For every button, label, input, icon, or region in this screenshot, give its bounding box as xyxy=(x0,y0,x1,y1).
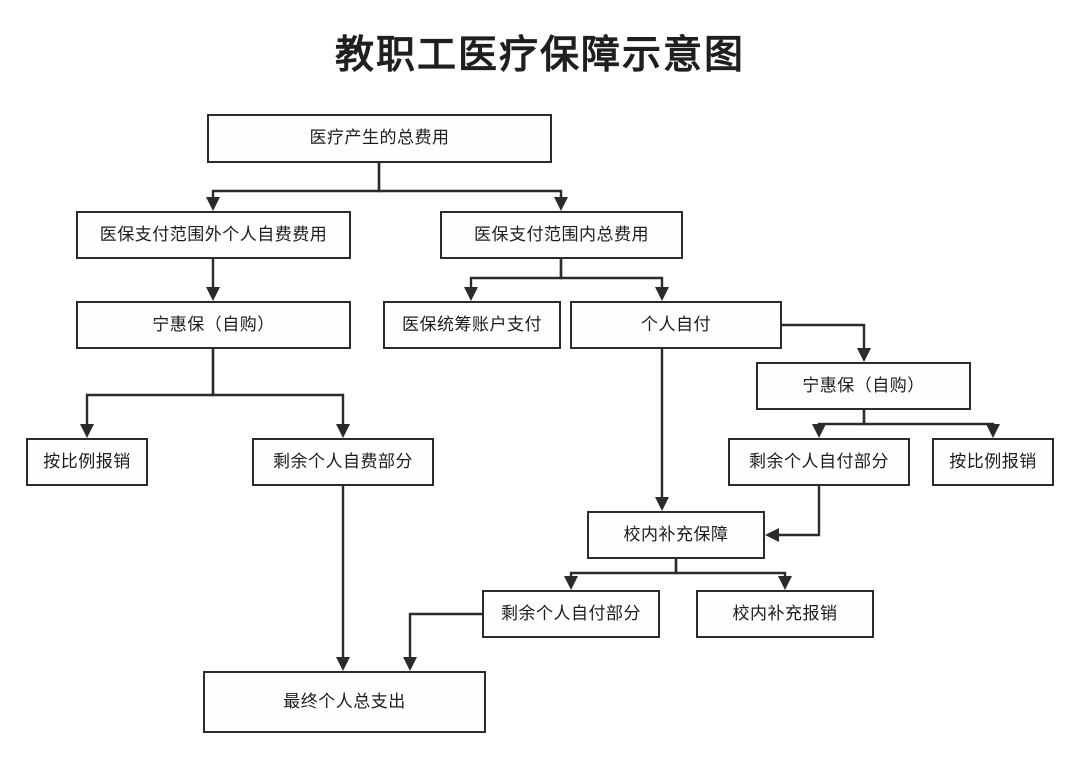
node-personal-payment[interactable]: 个人自付 xyxy=(570,301,782,349)
node-ninghuibao-left[interactable]: 宁惠保（自购） xyxy=(76,301,351,349)
node-label: 剩余个人自付部分 xyxy=(501,603,641,624)
edge-ninghuibao-left-to-proportional-reimb xyxy=(80,349,215,438)
node-pooled-account-pay[interactable]: 医保统筹账户支付 xyxy=(383,301,561,349)
node-label: 剩余个人自费部分 xyxy=(273,451,413,472)
node-label: 最终个人总支出 xyxy=(283,691,406,712)
edge-ninghuibao-right-to-proportional-reimb-right xyxy=(862,410,1000,438)
edge-total-cost-to-out-of-scope xyxy=(206,163,381,211)
node-proportional-reimb-right[interactable]: 按比例报销 xyxy=(932,438,1054,486)
node-label: 剩余个人自付部分 xyxy=(749,451,889,472)
edge-remaining-self-pay-to-campus-supplement xyxy=(765,486,821,542)
node-ninghuibao-right[interactable]: 宁惠保（自购） xyxy=(756,362,971,410)
node-remaining-self-pay-1[interactable]: 剩余个人自付部分 xyxy=(728,438,910,486)
node-label: 医保支付范围外个人自费费用 xyxy=(99,224,328,245)
edge-in-scope-to-pooled-account xyxy=(464,259,563,301)
edge-personal-payment-to-campus-supplement xyxy=(655,349,669,511)
node-proportional-reimb-left[interactable]: 按比例报销 xyxy=(26,438,148,486)
node-label: 宁惠保（自购） xyxy=(802,375,925,396)
node-remaining-self-pay-2[interactable]: 剩余个人自付部分 xyxy=(482,590,660,638)
edge-campus-supplement-to-remaining-self-pay-2 xyxy=(564,559,678,590)
node-campus-reimbursement[interactable]: 校内补充报销 xyxy=(696,590,874,638)
edge-ninghuibao-right-to-remaining-self-pay xyxy=(812,410,866,438)
edge-ninghuibao-left-to-remaining-self-cost xyxy=(211,349,350,438)
node-out-of-scope-self-pay[interactable]: 医保支付范围外个人自费费用 xyxy=(76,211,351,259)
node-label: 宁惠保（自购） xyxy=(152,314,275,335)
node-label: 按比例报销 xyxy=(43,451,131,472)
edge-in-scope-to-personal-payment xyxy=(559,259,669,301)
node-label: 按比例报销 xyxy=(949,451,1037,472)
node-label: 个人自付 xyxy=(641,314,711,335)
edge-out-of-scope-to-ninghuibao-left xyxy=(206,259,220,301)
node-label: 校内补充报销 xyxy=(732,603,838,624)
edge-campus-supplement-to-campus-reimbursement xyxy=(674,559,792,590)
node-label: 医疗产生的总费用 xyxy=(309,128,450,148)
edge-total-cost-to-in-scope xyxy=(377,163,568,211)
node-remaining-self-cost[interactable]: 剩余个人自费部分 xyxy=(252,438,434,486)
node-in-scope-total[interactable]: 医保支付范围内总费用 xyxy=(440,211,683,259)
node-label: 医保统筹账户支付 xyxy=(402,314,542,335)
node-label: 医保支付范围内总费用 xyxy=(474,224,649,245)
edge-personal-payment-to-ninghuibao-right xyxy=(782,323,871,362)
node-final-total-expense[interactable]: 最终个人总支出 xyxy=(203,671,486,733)
node-campus-supplement[interactable]: 校内补充保障 xyxy=(587,511,765,559)
edge-remaining-self-cost-to-final-total xyxy=(336,486,350,671)
page-title: 教职工医疗保障示意图 xyxy=(334,33,745,78)
node-label: 校内补充保障 xyxy=(623,524,729,545)
edge-remaining-self-pay-2-to-final-total xyxy=(403,612,482,671)
node-total-cost[interactable]: 医疗产生的总费用 xyxy=(207,114,552,163)
